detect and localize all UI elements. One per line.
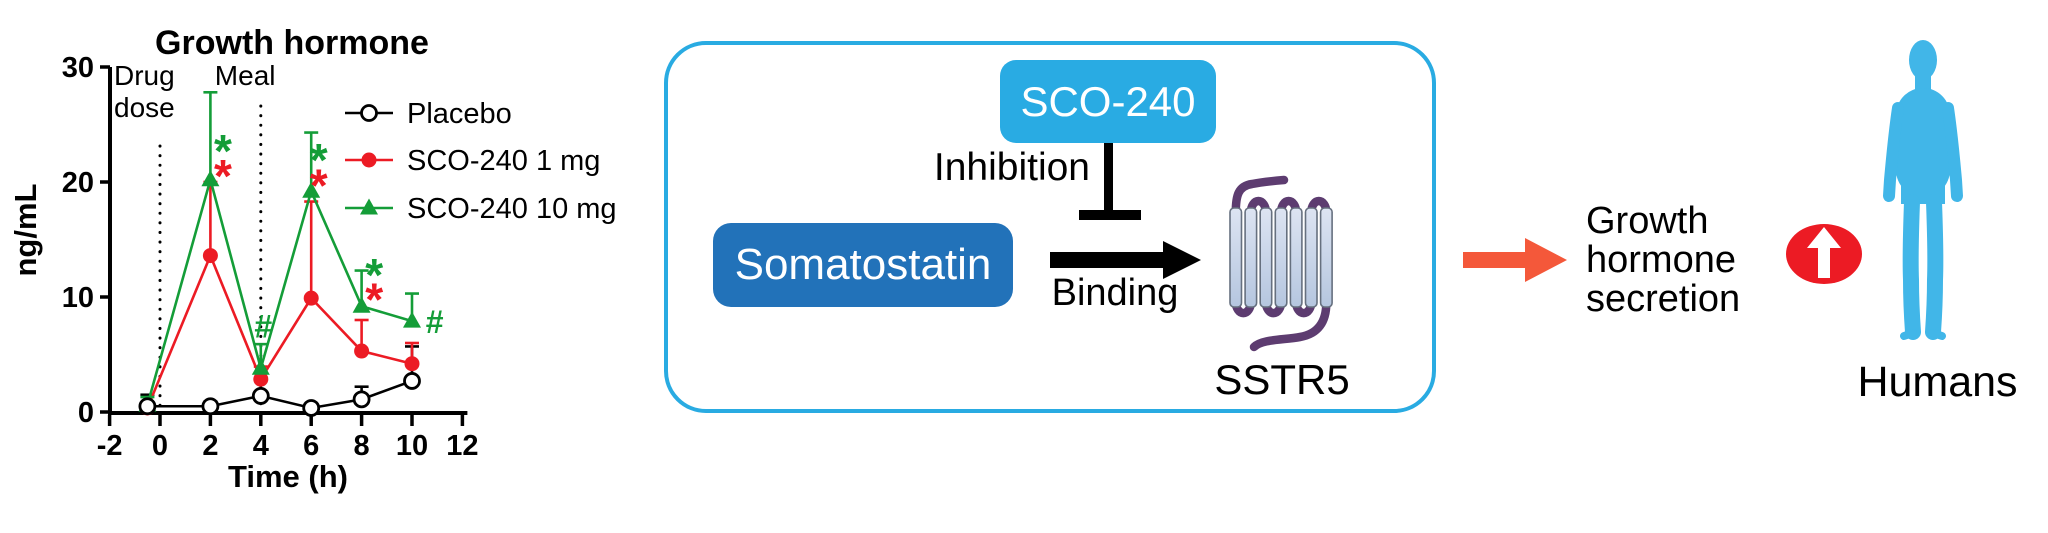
somatostatin-box: Somatostatin (713, 223, 1013, 307)
svg-text:Placebo: Placebo (407, 98, 512, 130)
svg-text:#: # (426, 304, 444, 340)
svg-text:*: * (310, 134, 328, 186)
svg-text:dose: dose (114, 92, 175, 123)
svg-text:4: 4 (253, 430, 269, 462)
svg-text:SCO-240 10 mg: SCO-240 10 mg (407, 193, 617, 225)
binding-label: Binding (1051, 272, 1179, 314)
svg-text:#: # (254, 309, 272, 345)
svg-text:Time (h): Time (h) (228, 459, 348, 494)
svg-text:0: 0 (78, 397, 94, 429)
svg-text:*: * (365, 249, 383, 301)
svg-text:8: 8 (354, 430, 370, 462)
binding-arrow-icon (1050, 241, 1201, 279)
increase-icon (1786, 224, 1862, 284)
svg-text:Drug: Drug (114, 60, 175, 91)
inhibition-label: Inhibition (933, 146, 1090, 189)
svg-text:SCO-240 1 mg: SCO-240 1 mg (407, 145, 600, 177)
svg-text:2: 2 (202, 430, 218, 462)
sstr5-receptor-icon (1229, 175, 1333, 352)
human-icon (1883, 40, 1963, 340)
svg-text:-2: -2 (97, 430, 123, 462)
svg-text:10: 10 (396, 430, 428, 462)
svg-text:12: 12 (446, 430, 478, 462)
svg-text:Meal: Meal (215, 60, 276, 91)
outcome-arrow-icon (1463, 238, 1567, 282)
svg-text:0: 0 (152, 430, 168, 462)
svg-text:30: 30 (62, 52, 94, 84)
svg-text:*: * (214, 150, 232, 202)
humans-label: Humans (1857, 358, 2018, 406)
svg-text:*: * (310, 159, 328, 211)
inhibition-tbar-icon (1079, 142, 1141, 220)
sstr5-label: SSTR5 (1214, 356, 1350, 403)
svg-text:10: 10 (62, 282, 94, 314)
svg-text:Growth hormone: Growth hormone (155, 24, 429, 62)
svg-text:6: 6 (303, 430, 319, 462)
svg-text:*: * (214, 125, 232, 177)
growth-hormone-secretion-label: Growth hormone secretion (1586, 200, 1741, 320)
sco240-box: SCO-240 (1000, 60, 1216, 143)
svg-text:20: 20 (62, 167, 94, 199)
svg-text:ng/mL: ng/mL (8, 184, 43, 277)
svg-text:*: * (365, 273, 383, 325)
